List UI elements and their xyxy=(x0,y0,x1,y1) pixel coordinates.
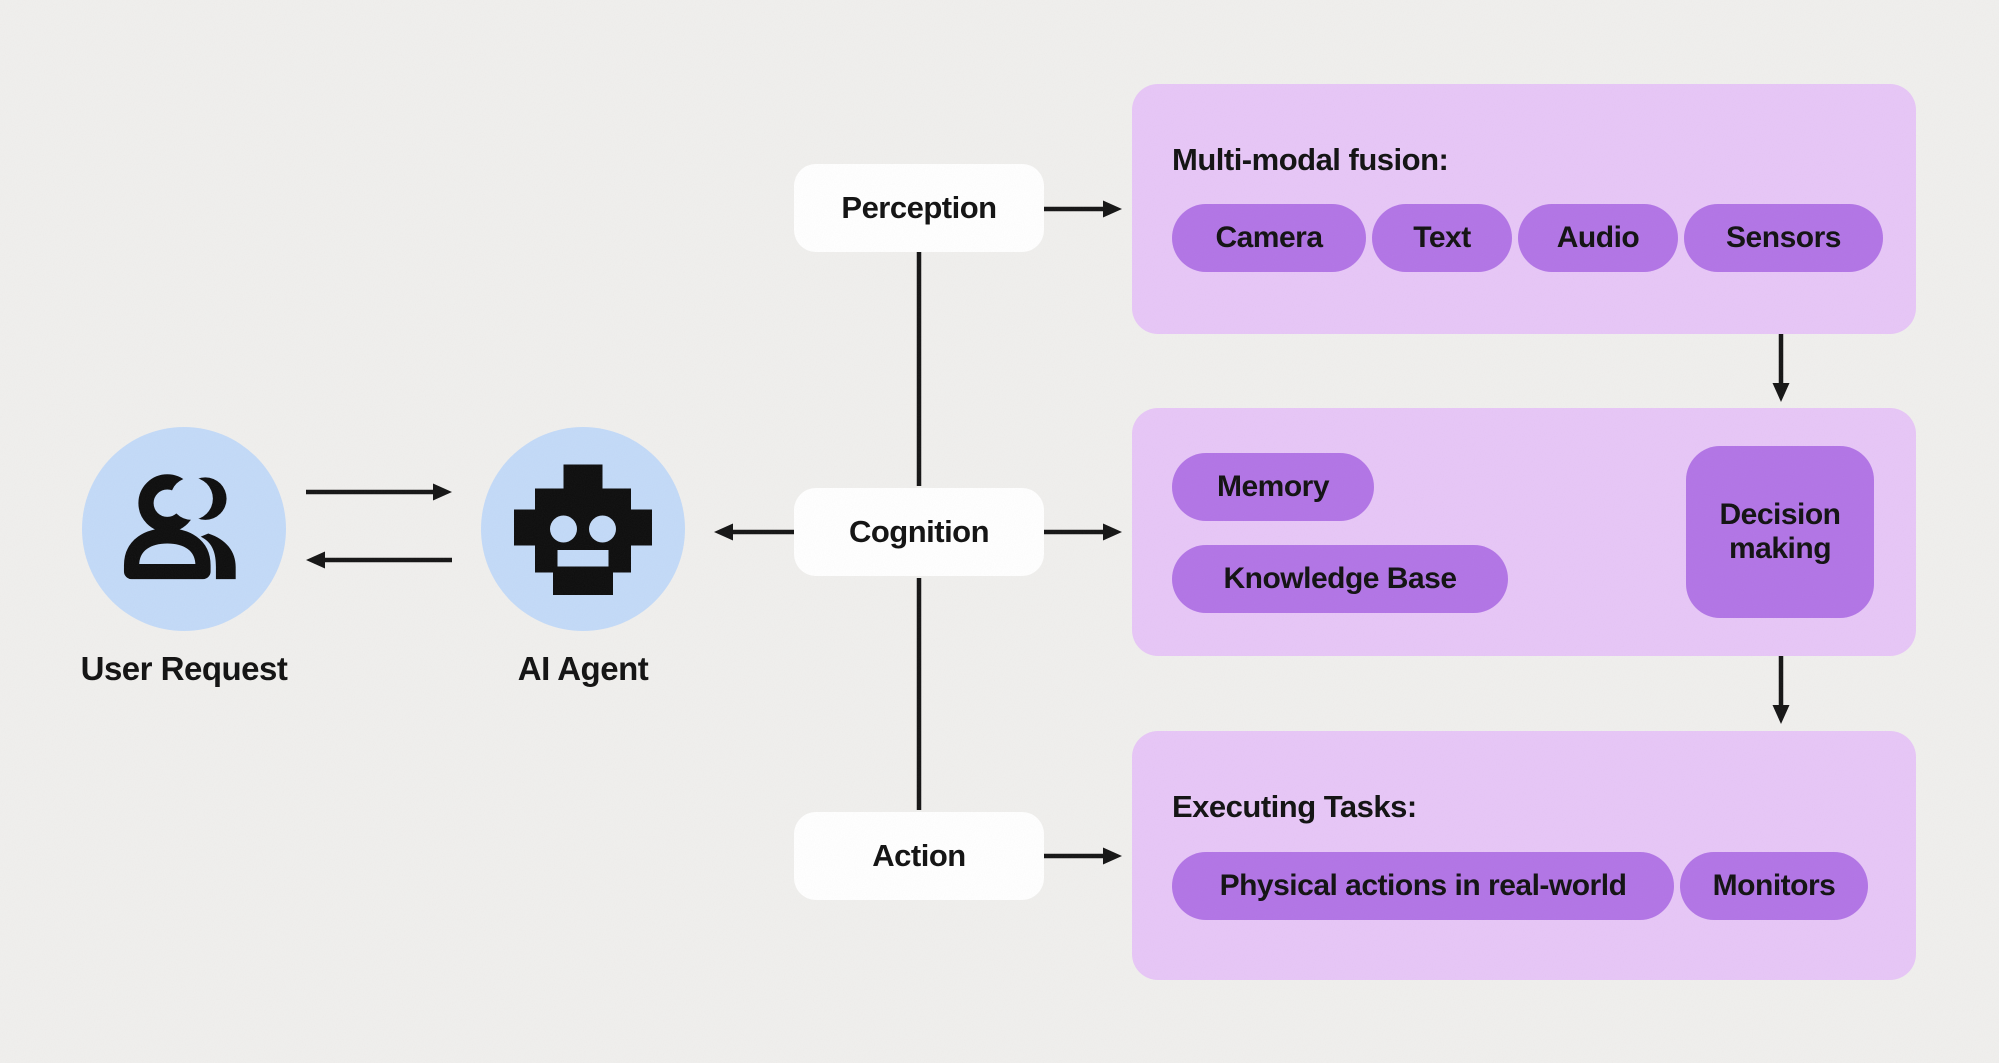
pill-memory: Memory xyxy=(1172,453,1374,521)
executing-tasks-title: Executing Tasks: xyxy=(1172,789,1417,824)
user-group-icon xyxy=(123,474,236,580)
ai-agent-label: AI Agent xyxy=(517,650,649,687)
stage-perception: Perception xyxy=(794,164,1044,252)
stage-cognition-label: Cognition xyxy=(848,514,990,549)
panel-executing-tasks: Executing Tasks: Physical actions in rea… xyxy=(1132,731,1916,980)
stage-perception-label: Perception xyxy=(841,190,997,225)
robot-icon xyxy=(514,464,652,595)
ai-agent-node xyxy=(481,427,685,631)
fusion-pill-row: Camera Text Audio Sensors xyxy=(1172,204,1883,272)
pill-text: Text xyxy=(1372,204,1512,272)
stage-cognition: Cognition xyxy=(794,488,1044,576)
panel-cognition-internals: Memory Knowledge Base Decision making xyxy=(1132,408,1916,656)
pill-knowledge-base: Knowledge Base xyxy=(1172,545,1508,613)
pill-sensors: Sensors xyxy=(1684,204,1883,272)
user-request-node xyxy=(82,427,286,631)
action-pill-row: Physical actions in real-world Monitors xyxy=(1172,852,1868,920)
user-request-label: User Request xyxy=(80,650,288,687)
stage-action-label: Action xyxy=(872,838,966,873)
pill-audio: Audio xyxy=(1518,204,1678,272)
stage-action: Action xyxy=(794,812,1044,900)
pill-camera: Camera xyxy=(1172,204,1366,272)
multimodal-fusion-title: Multi-modal fusion: xyxy=(1172,142,1449,177)
pill-monitors: Monitors xyxy=(1680,852,1868,920)
decision-making-box: Decision making xyxy=(1686,446,1874,618)
pill-physical-actions: Physical actions in real-world xyxy=(1172,852,1674,920)
panel-multimodal-fusion: Multi-modal fusion: Camera Text Audio Se… xyxy=(1132,84,1916,334)
